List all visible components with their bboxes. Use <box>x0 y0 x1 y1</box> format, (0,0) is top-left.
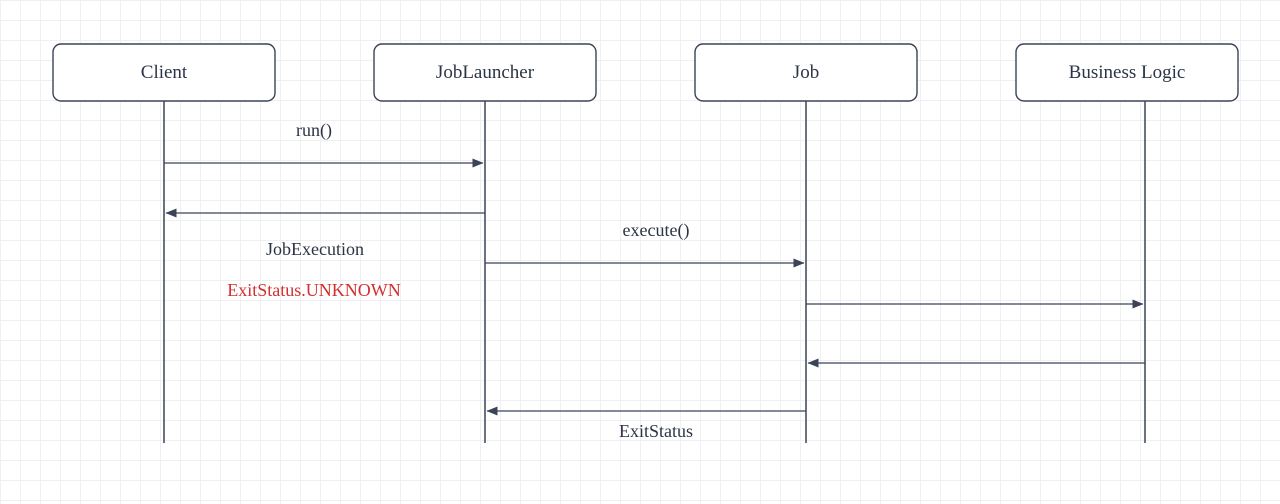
participant-box-job[interactable] <box>694 43 918 102</box>
participant-box-businesslogic[interactable] <box>1015 43 1239 102</box>
message-label-exitstatus-return-0: ExitStatus <box>619 421 693 441</box>
participant-box-joblauncher[interactable] <box>373 43 597 102</box>
participant-label-client: Client <box>141 62 188 83</box>
messages-layer <box>164 158 1145 416</box>
message-label-run-0: run() <box>296 120 332 141</box>
participant-box-client[interactable] <box>52 43 276 102</box>
lifelines-layer <box>163 101 1146 443</box>
participant-label-businesslogic: Business Logic <box>1069 62 1186 83</box>
participants-layer: Client JobLauncher Job Business Logic <box>52 43 1239 102</box>
participant-label-job: Job <box>793 62 819 83</box>
participant-label-joblauncher: JobLauncher <box>436 62 535 83</box>
message-label-jobexecution-return-1: ExitStatus.UNKNOWN <box>227 280 401 300</box>
message-label-execute-0: execute() <box>623 220 690 241</box>
message-label-jobexecution-return-0: JobExecution <box>266 239 364 259</box>
